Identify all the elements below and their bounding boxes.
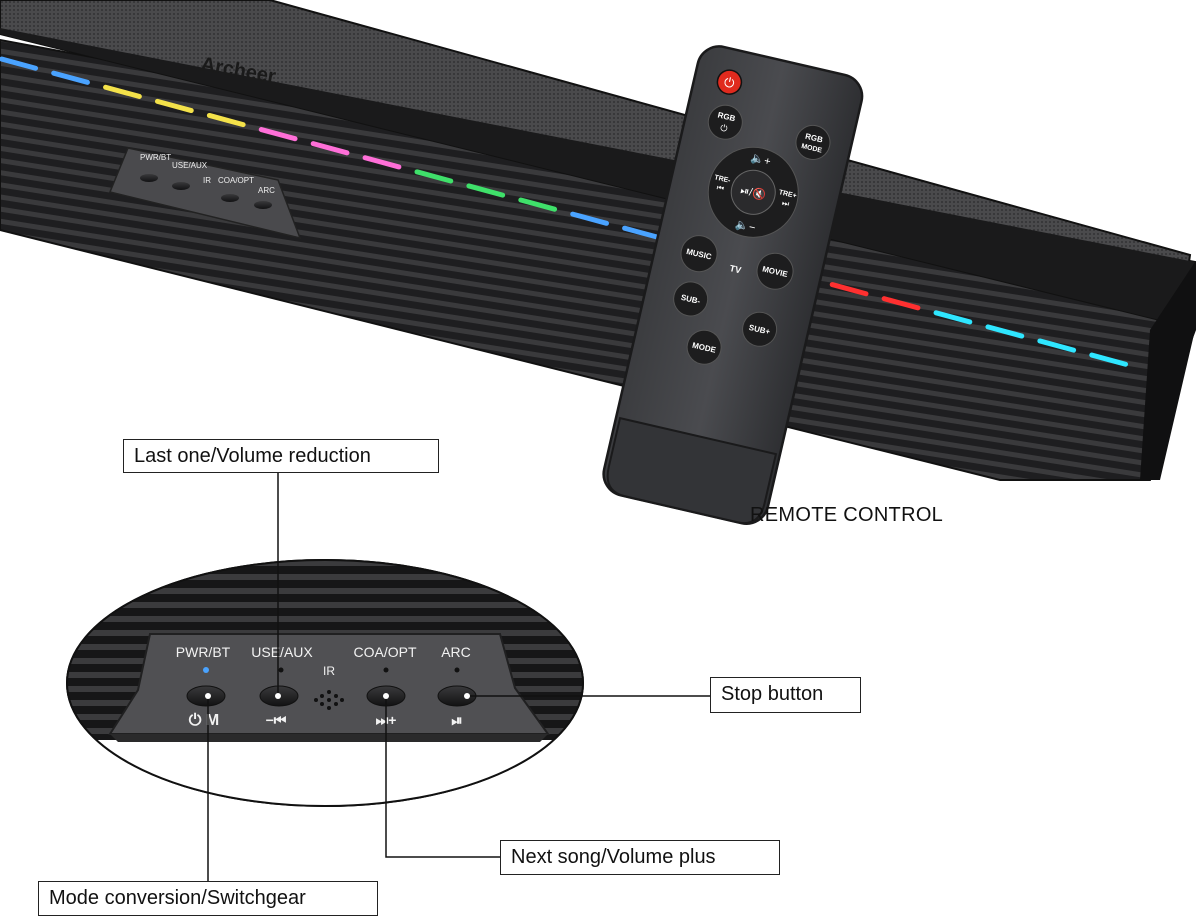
panel-zoom-view: PWR/BT USE/AUX IR COA/OPT ARC ⏻ M −⏮ ⏭+ … — [66, 559, 584, 807]
led-segment — [103, 84, 142, 99]
callout-next-song-volume-plus: Next song/Volume plus — [500, 840, 780, 875]
callout-mode-conversion-switchgear: Mode conversion/Switchgear — [38, 881, 378, 916]
rgb-power-label: RGB — [717, 110, 737, 123]
led-segment — [51, 70, 90, 85]
rgb-power-button[interactable] — [705, 102, 746, 143]
prev-icon: −⏮ — [266, 712, 287, 728]
small-power-button[interactable] — [140, 174, 158, 182]
power-icon: ⏻ — [723, 74, 736, 91]
small-label-pwr-bt: PWR/BT — [140, 153, 171, 162]
callout-last-one-volume-reduction: Last one/Volume reduction — [123, 439, 439, 473]
soundbar: Archeer PWR/BT USE/AUX IR COA/OPT ARC — [0, 0, 1196, 481]
led-segment — [622, 225, 661, 240]
rgb-mode-button[interactable] — [793, 122, 834, 163]
label-use-aux: USE/AUX — [251, 644, 313, 660]
tre-plus-label[interactable]: TRE+ — [778, 189, 797, 200]
dot-last-one — [275, 693, 281, 699]
led-segment — [1089, 352, 1129, 367]
led-segment — [1037, 338, 1077, 353]
label-pwr-bt: PWR/BT — [176, 644, 231, 660]
volume-up-icon[interactable]: 🔈+ — [750, 152, 772, 168]
small-label-use-aux: USE/AUX — [172, 161, 208, 170]
tv-label[interactable]: TV — [729, 263, 742, 275]
led-segment — [518, 197, 558, 212]
arc-indicator-dot — [454, 667, 460, 673]
label-coa-opt: COA/OPT — [353, 644, 416, 660]
sub-minus-button[interactable] — [670, 279, 711, 320]
led-segment — [466, 183, 506, 198]
dot-stop — [464, 693, 470, 699]
play-mute-button[interactable] — [727, 166, 780, 219]
soundbar-top-control-panel: PWR/BT USE/AUX IR COA/OPT ARC — [108, 147, 302, 240]
small-prev-button[interactable] — [172, 182, 190, 190]
bt-indicator-led — [203, 667, 209, 673]
sub-minus-label: SUB- — [680, 293, 701, 306]
label-arc: ARC — [441, 644, 471, 660]
opt-indicator-dot — [383, 667, 389, 673]
play-pause-icon: ⏯ — [451, 712, 462, 728]
dot-next-song — [383, 693, 389, 699]
sub-plus-button[interactable] — [739, 309, 780, 350]
rgb-led-strip — [0, 56, 1129, 367]
power-mode-icon: ⏻ M — [189, 712, 219, 729]
play-mute-label: ⏯/🔇 — [739, 184, 767, 202]
remote-control: ⏻ RGB ⏻ RGB MODE ⏯/🔇 🔈+ 🔈− TRE- ⏮ TRE+ ⏭… — [602, 45, 864, 525]
led-segment — [881, 296, 921, 311]
volume-down-icon[interactable]: 🔈− — [734, 218, 756, 234]
small-label-ir: IR — [203, 176, 211, 185]
led-segment — [985, 324, 1025, 339]
aux-indicator-dot — [278, 667, 284, 673]
mode-button[interactable] — [684, 327, 725, 368]
small-next-button[interactable] — [221, 194, 239, 202]
callout-leader-lines — [207, 473, 710, 881]
led-segment — [310, 141, 350, 156]
dot-mode — [205, 693, 211, 699]
led-segment — [414, 169, 454, 184]
led-segment — [933, 310, 973, 325]
remote-control-caption: REMOTE CONTROL — [750, 504, 944, 526]
small-play-button[interactable] — [254, 201, 272, 209]
remote-power-button[interactable] — [715, 68, 744, 97]
leader-next-song — [385, 696, 500, 858]
label-ir: IR — [323, 664, 335, 678]
rgb-mode-label-line2: MODE — [801, 143, 823, 155]
led-segment — [362, 155, 402, 170]
remote-eq-buttons: MUSIC TV MOVIE — [677, 232, 796, 293]
callout-dots — [205, 693, 470, 699]
small-label-coa-opt: COA/OPT — [218, 176, 254, 185]
led-segment — [206, 112, 246, 128]
led-segment — [154, 98, 194, 114]
rgb-mode-label-line1: RGB — [804, 132, 824, 145]
rgb-power-icon: ⏻ — [719, 122, 728, 133]
ir-sensor-grille — [314, 690, 344, 710]
led-segment — [570, 211, 609, 226]
tre-plus-icon: ⏭ — [781, 198, 790, 208]
led-segment — [258, 127, 298, 142]
movie-button[interactable] — [753, 250, 796, 293]
music-button[interactable] — [677, 232, 720, 275]
callout-stop-button: Stop button — [710, 677, 861, 713]
tre-minus-label[interactable]: TRE- — [714, 174, 732, 185]
led-segment — [0, 56, 39, 71]
small-label-arc: ARC — [258, 186, 275, 195]
tre-minus-icon: ⏮ — [716, 183, 725, 193]
led-segment — [829, 282, 869, 297]
